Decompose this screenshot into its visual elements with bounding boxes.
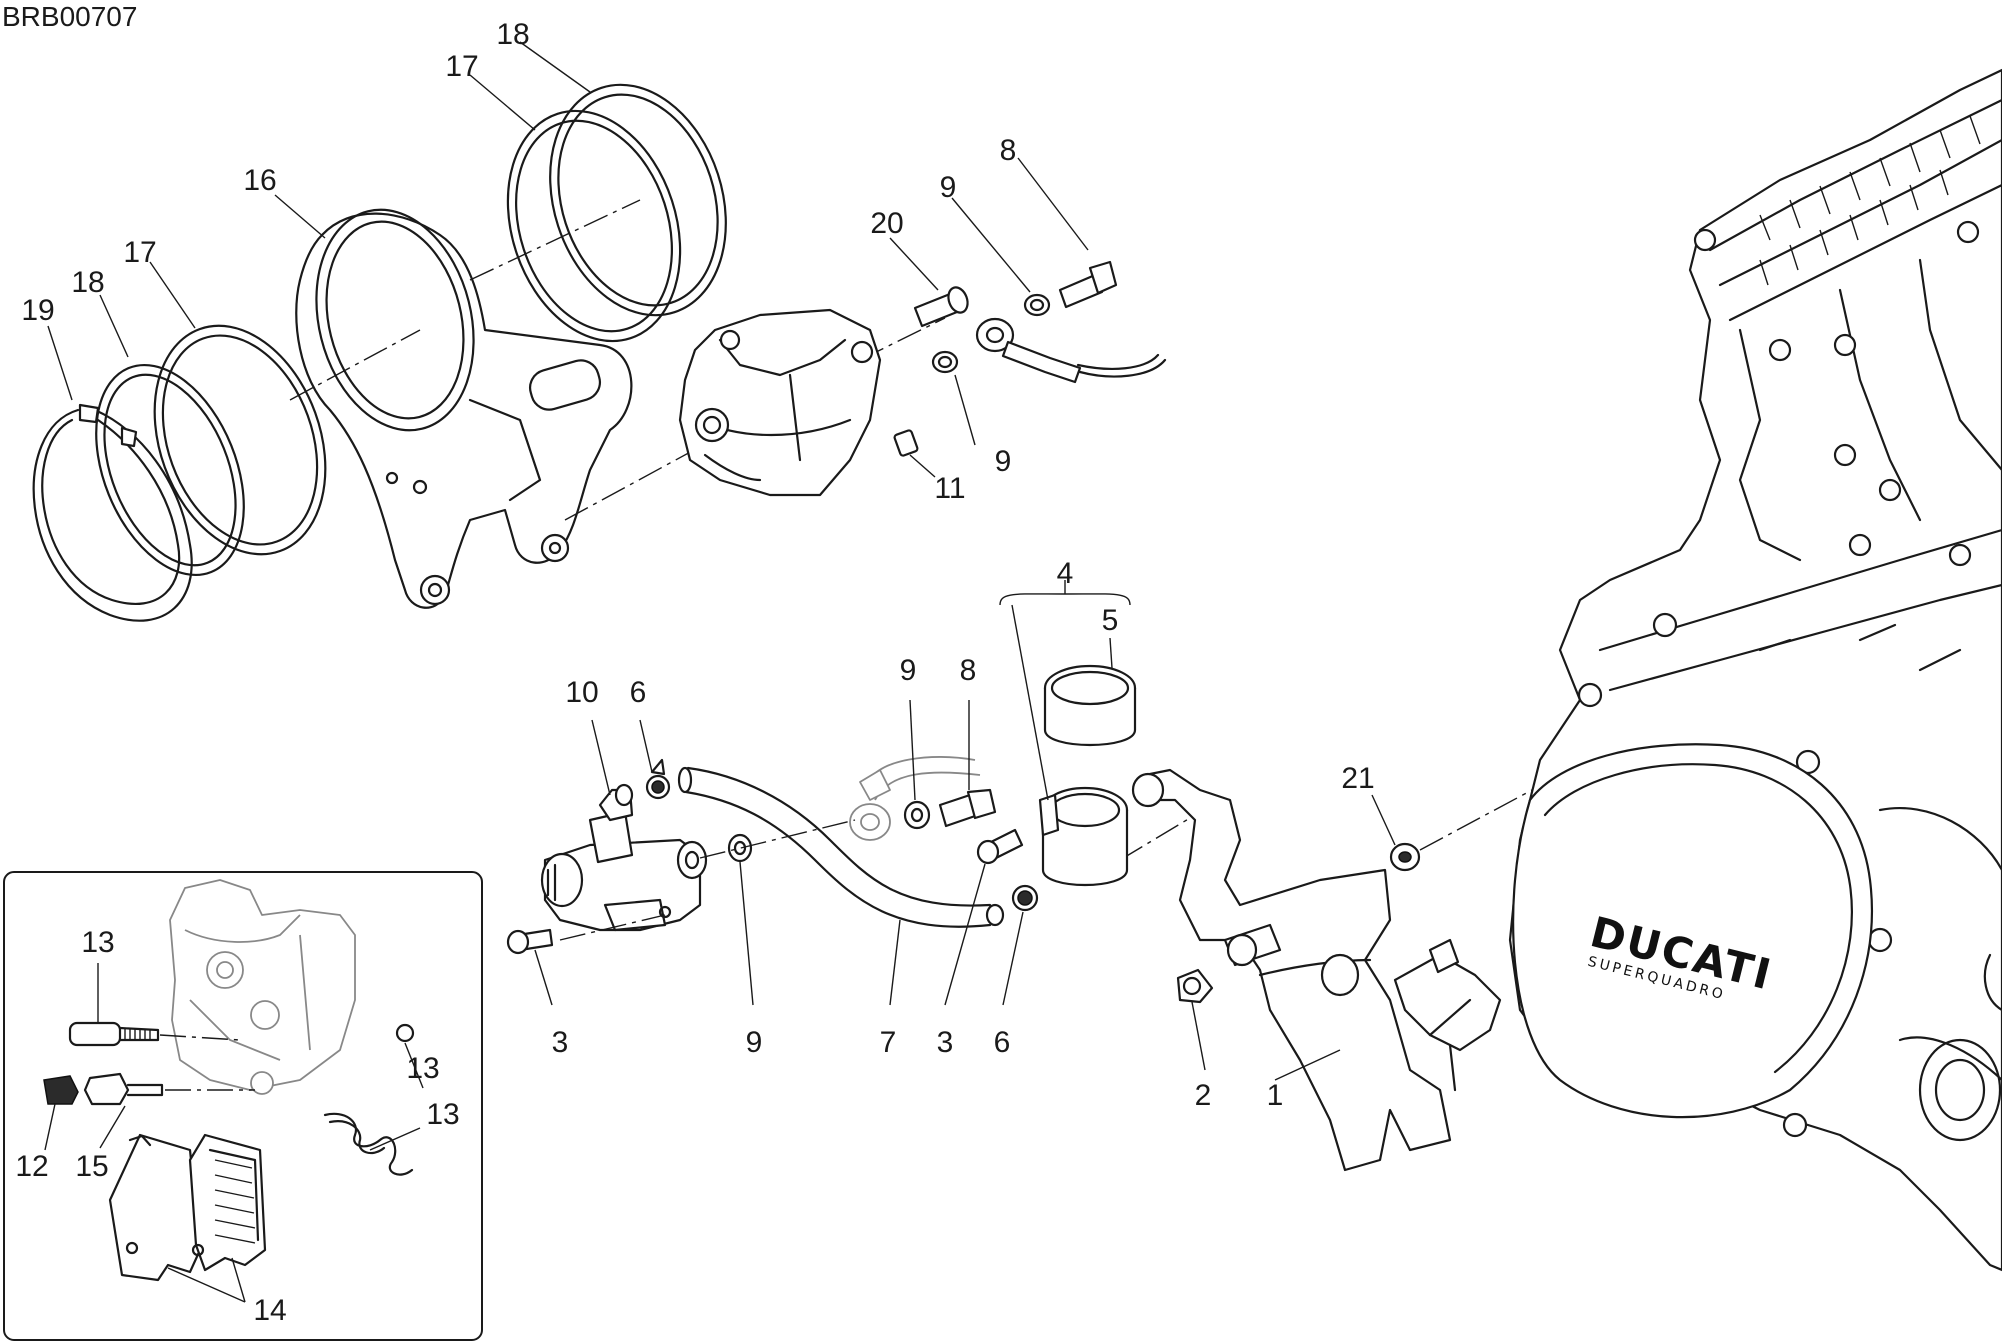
clamp-6-left[interactable] xyxy=(645,758,671,800)
callout-4: 4 xyxy=(1057,557,1074,590)
callout-8-mid: 8 xyxy=(960,654,977,687)
reservoir-cap-5[interactable] xyxy=(1043,664,1137,747)
clamp-6-right[interactable] xyxy=(1011,884,1039,912)
callout-17-left: 17 xyxy=(123,236,156,269)
bleeder-valve-15[interactable] xyxy=(83,1072,164,1106)
brake-hose-7[interactable] xyxy=(677,766,1005,928)
callout-21: 21 xyxy=(1341,762,1374,795)
washer-9-mid[interactable] xyxy=(727,833,753,863)
callout-13-spring: 13 xyxy=(426,1098,459,1131)
circlip-19[interactable] xyxy=(32,403,193,622)
callout-13-pin: 13 xyxy=(81,926,114,959)
brake-pedal-bracket-1[interactable] xyxy=(1131,768,1502,1172)
callout-7: 7 xyxy=(880,1026,897,1059)
washer-9-upper[interactable] xyxy=(931,350,959,374)
brake-pads-14[interactable] xyxy=(108,1133,267,1282)
callout-16: 16 xyxy=(243,164,276,197)
callout-15: 15 xyxy=(75,1150,108,1183)
callout-5: 5 xyxy=(1102,604,1119,637)
clip-13[interactable] xyxy=(395,1023,415,1043)
callout-9-mid: 9 xyxy=(900,654,917,687)
washer-9-top[interactable] xyxy=(1023,293,1051,317)
callout-8-top: 8 xyxy=(1000,134,1017,167)
callout-6-left: 6 xyxy=(630,676,647,709)
caliper-bracket-16[interactable] xyxy=(294,193,633,609)
callout-9-caliper: 9 xyxy=(995,445,1012,478)
callout-17-top: 17 xyxy=(445,50,478,83)
caliper-ghost xyxy=(169,879,356,1095)
callout-11: 11 xyxy=(934,472,965,505)
fitting-10[interactable] xyxy=(598,783,634,822)
engine-block xyxy=(1508,68,2002,1272)
brake-caliper[interactable] xyxy=(678,308,882,497)
callout-18-left: 18 xyxy=(71,266,104,299)
master-cylinder[interactable] xyxy=(540,810,708,932)
callout-12: 12 xyxy=(15,1150,48,1183)
inset-panel xyxy=(3,871,483,1341)
callout-3-right: 3 xyxy=(937,1026,954,1059)
callout-13-clip: 13 xyxy=(406,1052,439,1085)
screw-3-right[interactable] xyxy=(976,828,1024,865)
hose-ghost xyxy=(849,756,981,841)
callout-6-right: 6 xyxy=(994,1026,1011,1059)
banjo-fitting[interactable] xyxy=(975,317,1167,384)
callout-1: 1 xyxy=(1267,1079,1284,1112)
banjo-bolt-8-top[interactable] xyxy=(1058,260,1118,309)
ring-17-right[interactable] xyxy=(480,88,709,363)
callout-2: 2 xyxy=(1195,1079,1212,1112)
reservoir-4[interactable] xyxy=(1038,786,1129,887)
drawing-code: BRB00707 xyxy=(2,1,137,32)
callout-10: 10 xyxy=(565,676,598,709)
ring-18-left[interactable] xyxy=(68,343,273,596)
callout-14: 14 xyxy=(253,1294,286,1327)
callout-19: 19 xyxy=(21,294,54,327)
bleeder-cap-12[interactable] xyxy=(43,1075,79,1105)
callout-3-left: 3 xyxy=(552,1026,569,1059)
callout-18-top: 18 xyxy=(496,18,529,51)
callout-20: 20 xyxy=(870,207,903,240)
callout-9-bottom: 9 xyxy=(746,1026,763,1059)
bleeder-11[interactable] xyxy=(893,429,919,457)
ring-17-left[interactable] xyxy=(124,302,355,578)
bolt-2[interactable] xyxy=(1176,968,1214,1004)
washer-21[interactable] xyxy=(1389,842,1421,872)
pin-13[interactable] xyxy=(68,1021,160,1047)
washer-9-right[interactable] xyxy=(903,800,931,830)
ring-18-right[interactable] xyxy=(522,62,755,338)
screw-20[interactable] xyxy=(913,285,971,328)
pad-spring-13[interactable] xyxy=(323,1112,414,1176)
banjo-bolt-8-mid[interactable] xyxy=(938,788,997,828)
screw-3-left[interactable] xyxy=(506,928,554,955)
callout-9-top: 9 xyxy=(940,171,957,204)
